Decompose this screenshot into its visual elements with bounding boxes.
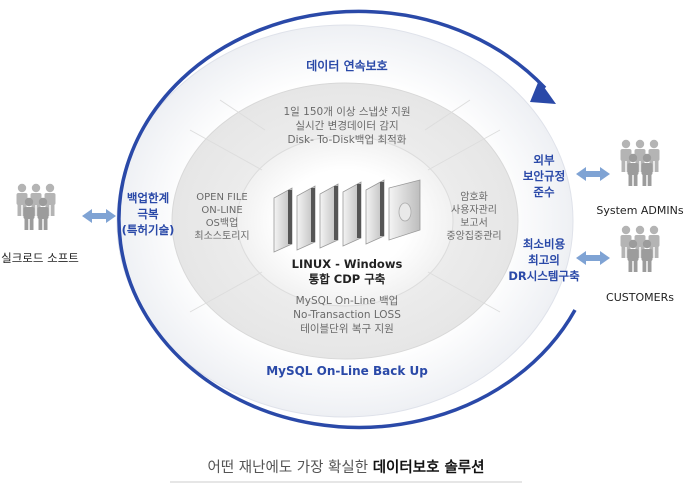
- outer-bottom-label: MySQL On-Line Back Up: [266, 364, 428, 378]
- outer-right-lower-label-3: DR시스템구축: [508, 269, 580, 283]
- center-line-1: LINUX - Windows: [292, 257, 403, 271]
- outer-right-lower-label-2: 최고의: [528, 253, 560, 267]
- server-stack: [273, 179, 421, 253]
- right-top-double-arrow-icon: [576, 167, 610, 181]
- cycle-arrow: [117, 9, 577, 430]
- footer-normal-text: 어떤 재난에도 가장 확실한: [208, 459, 373, 476]
- middle-bottom-line-2: No-Transaction LOSS: [293, 309, 401, 321]
- sector-dividers: [189, 99, 501, 313]
- footer-bold-text: 데이터보호 솔루션: [373, 459, 485, 476]
- outer-left-label-2: 극복: [137, 207, 159, 221]
- right-bottom-double-arrow-icon: [576, 251, 610, 265]
- middle-bottom-line-1: MySQL On-Line 백업: [296, 294, 399, 307]
- left-double-arrow-icon: [82, 209, 116, 223]
- right-top-actor-label: System ADMINs: [596, 204, 683, 217]
- outer-right-upper-label-3: 준수: [533, 185, 555, 199]
- cycle-arrow-head-icon: [530, 80, 556, 104]
- right-top-people-icon: [620, 139, 660, 186]
- middle-right-line-1: 암호화: [460, 191, 488, 203]
- outer-right-upper-label-1: 외부: [533, 153, 555, 167]
- middle-right-line-2: 사용자관리: [451, 204, 497, 216]
- middle-top-line-3: Disk- To-Disk백업 최적화: [288, 133, 407, 146]
- outer-left-label-1: 백업한계: [127, 191, 169, 205]
- middle-right-line-3: 보고서: [460, 217, 488, 229]
- middle-left-line-1: OPEN FILE: [196, 192, 247, 203]
- middle-bottom-line-3: 테이블단위 복구 지원: [300, 322, 394, 335]
- right-bottom-people-icon: [620, 225, 660, 272]
- footer-caption: 어떤 재난에도 가장 확실한 데이터보호 솔루션: [208, 459, 485, 476]
- middle-left-line-2: ON-LINE: [201, 205, 242, 216]
- middle-left-line-4: 최소스토리지: [194, 230, 249, 242]
- outer-right-lower-label-1: 최소비용: [523, 237, 566, 251]
- left-actor-label: 실크로드 소프트: [1, 251, 79, 265]
- outer-top-label: 데이터 연속보호: [306, 58, 387, 73]
- middle-top-line-2: 실시간 변경데이터 감지: [295, 119, 398, 132]
- outer-left-label-3: (특허기술): [122, 223, 175, 237]
- left-people-icon: [16, 183, 56, 230]
- middle-left-line-3: OS백업: [206, 216, 239, 229]
- outer-right-upper-label-2: 보안규정: [523, 169, 565, 183]
- middle-right-line-4: 중앙집중관리: [446, 230, 501, 242]
- middle-top-line-1: 1일 150개 이상 스냅샷 지원: [283, 105, 410, 118]
- right-bottom-actor-label: CUSTOMERs: [606, 291, 674, 304]
- center-line-2: 통합 CDP 구축: [309, 272, 386, 286]
